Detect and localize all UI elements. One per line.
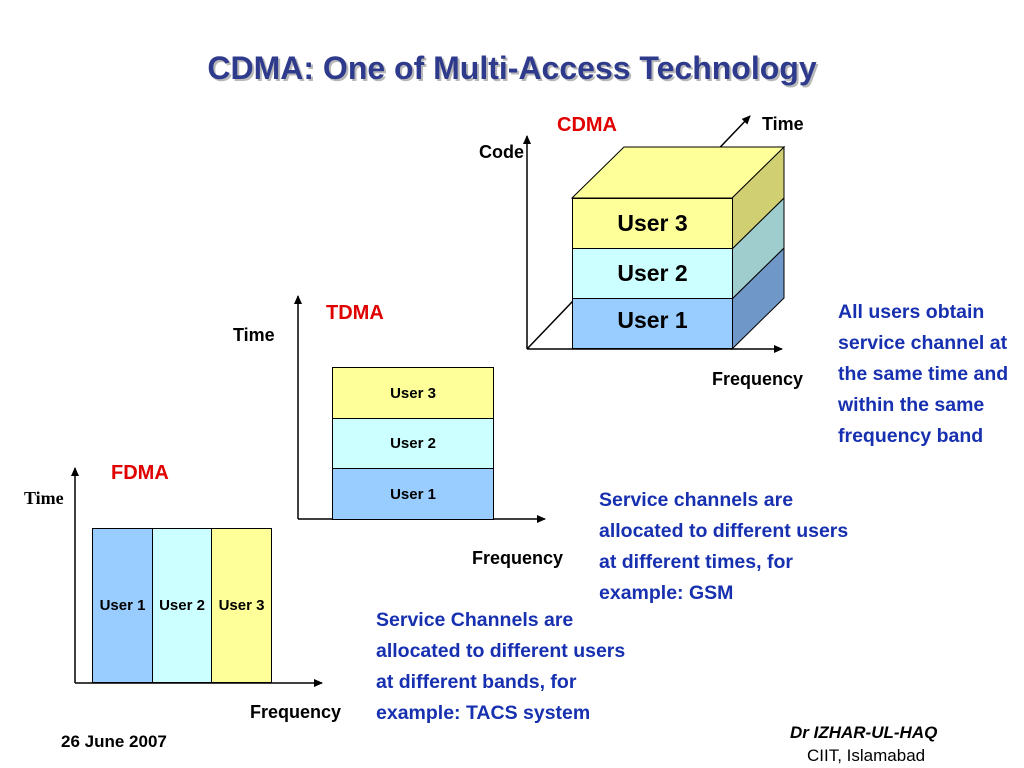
cdma-user2-layer: User 2 (572, 248, 733, 299)
cdma-code-axis-label: Code (479, 142, 524, 162)
fdma-user1-band: User 1 (92, 528, 153, 683)
fdma-frequency-axis-label: Frequency (250, 702, 342, 722)
tdma-user2-slot: User 2 (332, 418, 494, 469)
fdma-user2-band: User 2 (152, 528, 212, 683)
fdma-axes (71, 467, 323, 687)
tdma-slots: User 3 User 2 User 1 (332, 367, 494, 520)
tdma-user1-slot: User 1 (332, 468, 494, 520)
cdma-label: CDMA (557, 114, 617, 136)
fdma-time-axis-label: Time (24, 488, 64, 508)
cdma-front-stack: User 3 User 2 User 1 (572, 198, 733, 349)
slide-title: CDMA: One of Multi-Access Technology (207, 50, 817, 86)
cdma-user1-layer: User 1 (572, 298, 733, 349)
tdma-label: TDMA (326, 302, 384, 324)
fdma-description: Service Channels are allocated to differ… (376, 609, 626, 724)
cdma-user3-layer: User 3 (572, 198, 733, 249)
tdma-time-axis-label: Time (233, 325, 275, 345)
cdma-description: All users obtain service channel at the … (838, 301, 1009, 447)
tdma-description: Service channels are allocated to differ… (599, 489, 849, 604)
tdma-frequency-axis-label: Frequency (472, 548, 564, 568)
fdma-bands: User 1 User 2 User 3 (92, 528, 273, 683)
tdma-user3-slot: User 3 (332, 367, 494, 419)
footer-date: 26 June 2007 (61, 732, 167, 751)
fdma-user3-band: User 3 (211, 528, 272, 683)
cdma-time-axis-label: Time (762, 114, 804, 134)
cdma-frequency-axis-label: Frequency (712, 369, 804, 389)
footer-author: Dr IZHAR-UL-HAQ (790, 723, 938, 742)
footer-institution: CIIT, Islamabad (807, 746, 926, 765)
fdma-label: FDMA (111, 462, 169, 484)
